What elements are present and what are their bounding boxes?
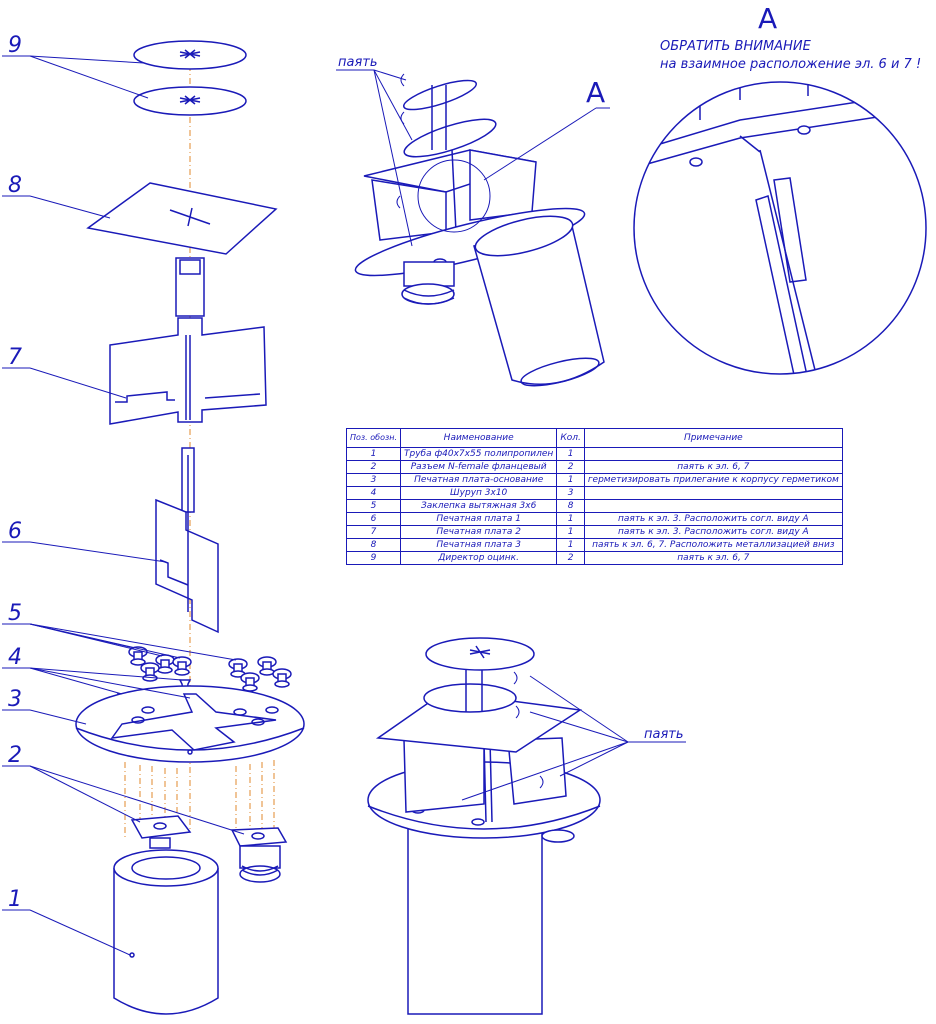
cell-note: паять к эл. 6, 7 (583, 551, 843, 565)
cell-note: паять к эл. 3. Расположить согл. виду А (583, 512, 843, 526)
cell-pos: 5 (346, 499, 401, 513)
header-pos: Поз. обозн. (346, 428, 401, 448)
detail-a-title: A (758, 2, 777, 35)
cell-qty: 1 (556, 473, 585, 487)
solder-label-bottom: паять (644, 727, 684, 742)
detail-note-line2: на взаимное расположение эл. 6 и 7 ! (660, 57, 921, 72)
cell-name: Шуруп 3х10 (399, 486, 558, 500)
label-pos-2: 2 (8, 743, 22, 768)
cell-note: паять к эл. 6, 7. Расположить металлизац… (583, 538, 843, 552)
cell-pos: 2 (346, 460, 401, 474)
label-pos-5: 5 (8, 601, 22, 626)
part-7-pcb-2 (109, 257, 267, 425)
part-9-directors (133, 40, 247, 116)
cell-name: Печатная плата 2 (399, 525, 558, 539)
cell-qty: 1 (556, 525, 585, 539)
cell-name: Заклепка вытяжная 3х6 (399, 499, 558, 513)
cell-note (583, 486, 843, 500)
cell-name: Печатная плата-основание (399, 473, 558, 487)
cell-pos: 3 (346, 473, 401, 487)
cell-name: Разъем N-female фланцевый (399, 460, 558, 474)
header-note: Примечание (583, 428, 843, 448)
assembly-lines (124, 760, 275, 838)
cell-note (583, 499, 843, 513)
part-5-rivets (128, 646, 292, 692)
cell-pos: 8 (346, 538, 401, 552)
part-8-pcb-3 (86, 182, 278, 255)
cell-pos: 7 (346, 525, 401, 539)
cell-name: Директор оцинк. (399, 551, 558, 565)
part-3-base-pcb (75, 685, 305, 763)
part-6-pcb-1 (155, 447, 219, 634)
label-pos-9: 9 (8, 33, 22, 58)
label-pos-6: 6 (8, 519, 22, 544)
parts-list-table: Поз. обозн. Наименование Кол. Примечание… (346, 428, 843, 565)
label-pos-4: 4 (8, 645, 22, 670)
cell-note: герметизировать прилегание к корпусу гер… (583, 473, 843, 487)
cell-note: паять к эл. 3. Расположить согл. виду А (583, 525, 843, 539)
cell-note: паять к эл. 6, 7 (583, 460, 843, 474)
cell-qty: 2 (556, 460, 585, 474)
cell-qty: 1 (556, 447, 585, 461)
cell-qty: 1 (556, 512, 585, 526)
label-pos-3: 3 (8, 687, 22, 712)
cell-qty: 1 (556, 538, 585, 552)
leaders (2, 55, 245, 956)
label-pos-1: 1 (8, 887, 22, 912)
cell-qty: 3 (556, 486, 585, 500)
detail-note-line1: ОБРАТИТЬ ВНИМАНИЕ (660, 39, 812, 54)
label-pos-7: 7 (8, 345, 22, 370)
exploded-view: 9 8 7 6 5 4 3 2 1 (2, 33, 305, 1015)
cell-name: Печатная плата 3 (399, 538, 558, 552)
cell-pos: 9 (346, 551, 401, 565)
view-a-marker: A (586, 76, 605, 109)
detail-a-view: A ОБРАТИТЬ ВНИМАНИЕ на взаимное располож… (633, 2, 927, 375)
cell-pos: 4 (346, 486, 401, 500)
part-2-connectors (130, 815, 288, 883)
header-name: Наименование (399, 428, 558, 448)
header-qty: Кол. (556, 428, 585, 448)
cell-qty: 8 (556, 499, 585, 513)
cell-qty: 2 (556, 551, 585, 565)
cell-pos: 1 (346, 447, 401, 461)
cell-name: Труба ф40х7х55 полипропилен (399, 447, 558, 461)
isometric-view-bottom: паять (367, 637, 686, 1015)
table-header-row: Поз. обозн. Наименование Кол. Примечание (346, 428, 843, 448)
cell-name: Печатная плата 1 (399, 512, 558, 526)
isometric-view-top: паять A (336, 55, 610, 387)
label-pos-8: 8 (8, 173, 22, 198)
part-1-tube (113, 849, 219, 1015)
cell-pos: 6 (346, 512, 401, 526)
solder-label-top: паять (338, 55, 378, 70)
cell-note (583, 447, 843, 461)
